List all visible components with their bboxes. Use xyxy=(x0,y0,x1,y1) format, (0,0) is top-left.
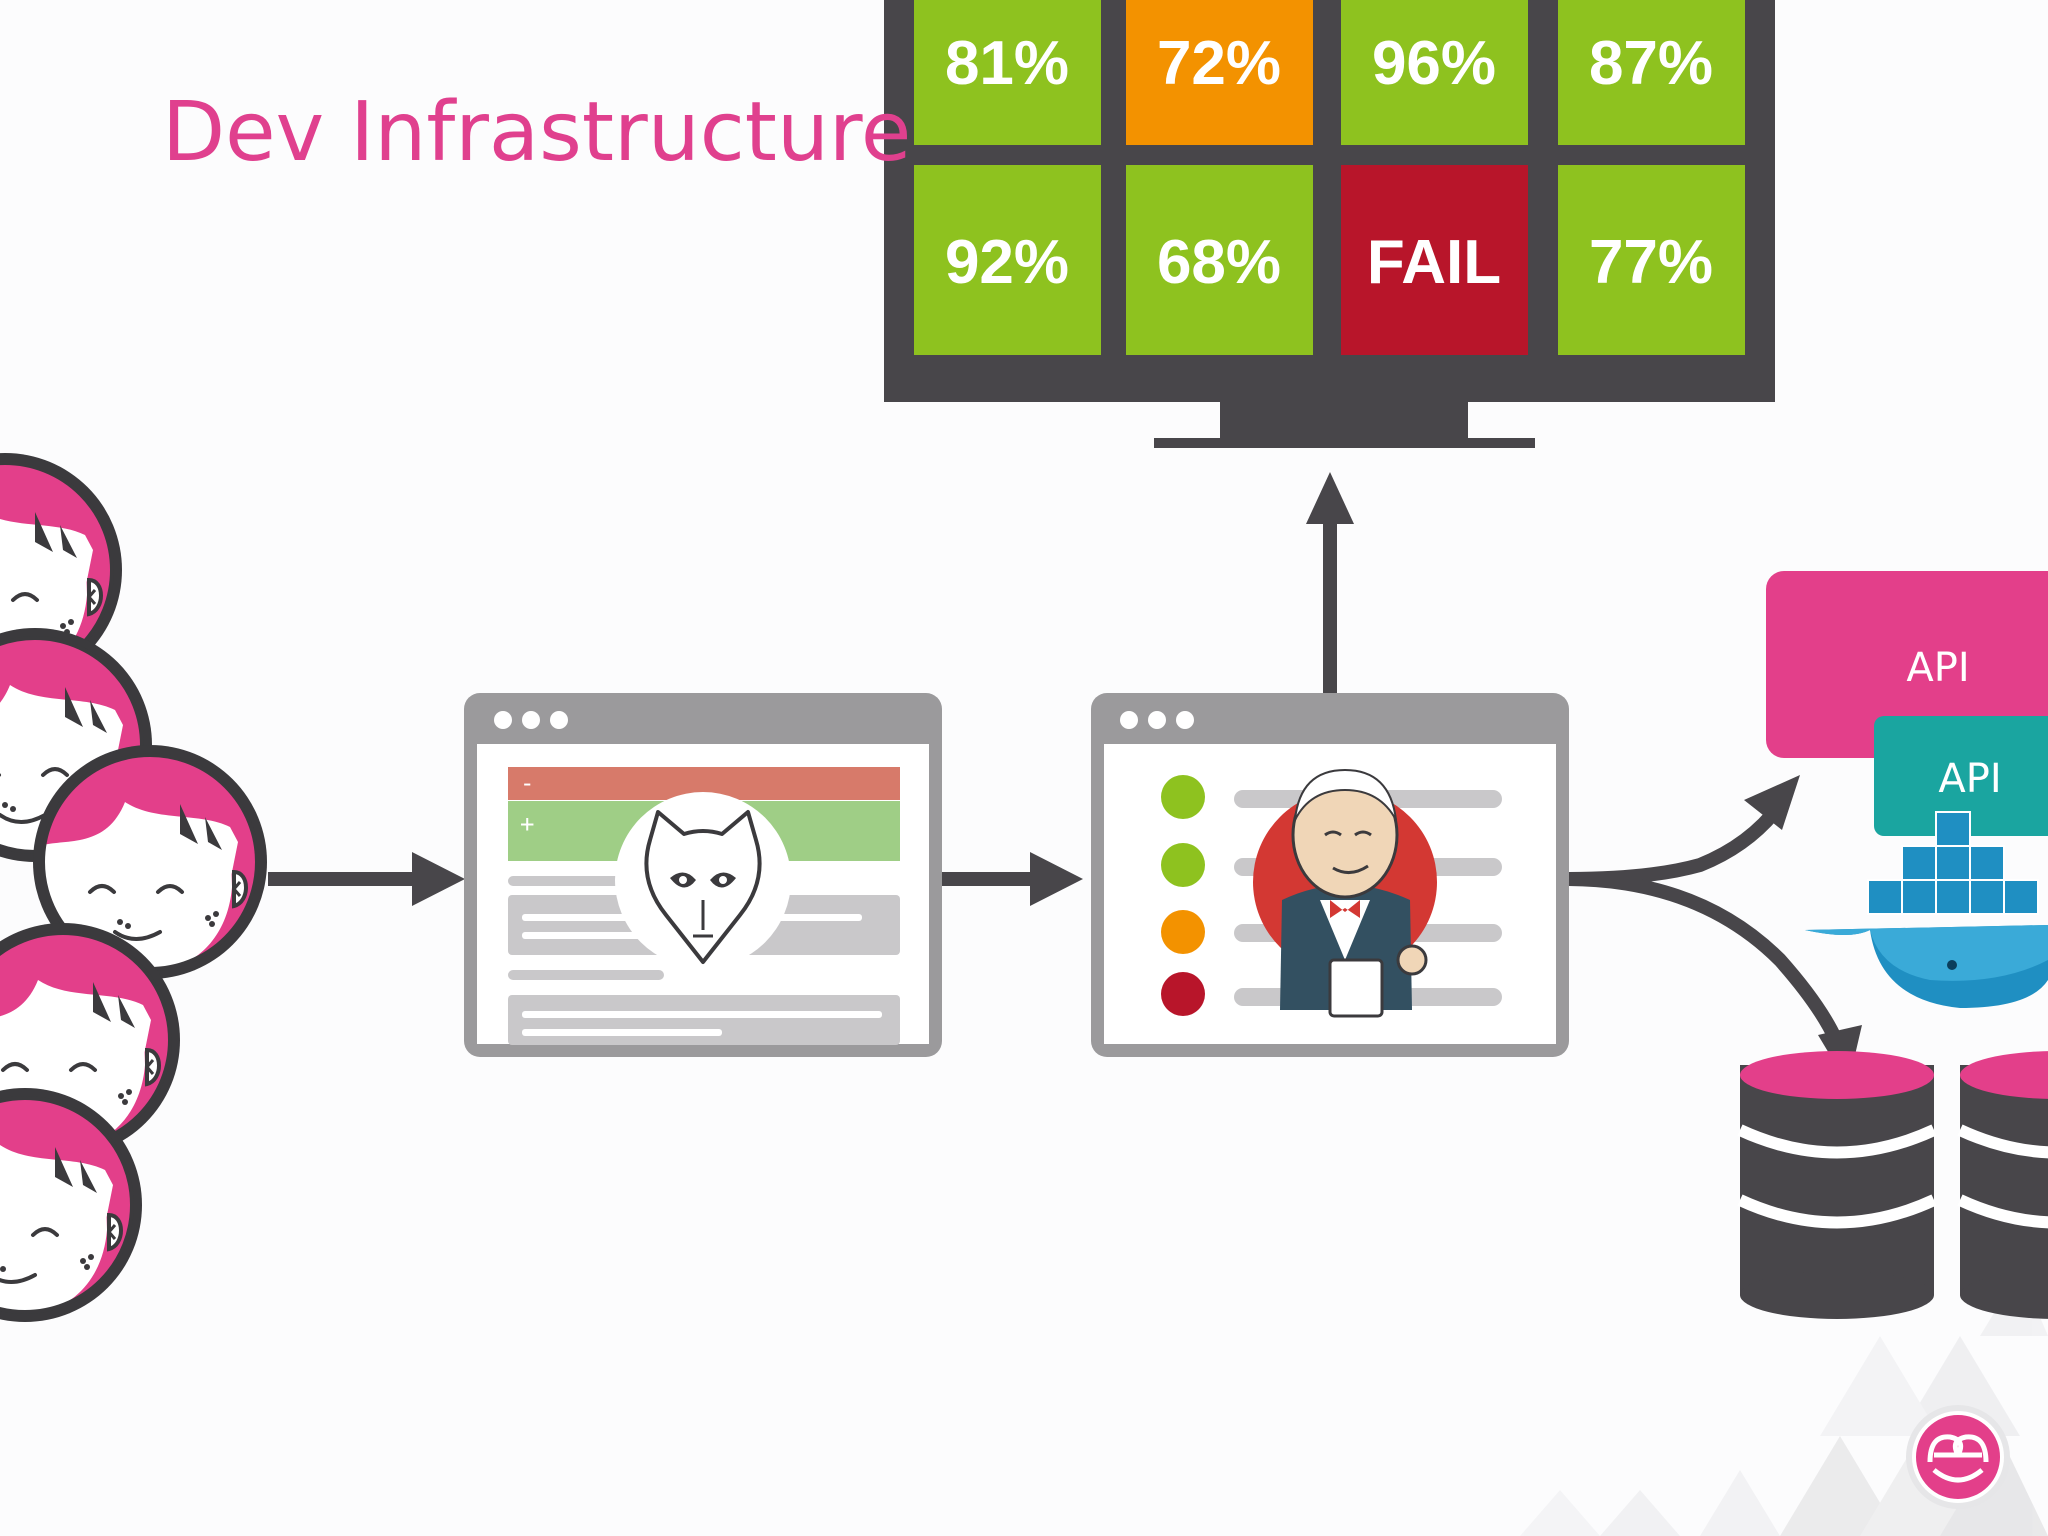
brand-logo-icon xyxy=(1906,1405,2010,1509)
tile-background xyxy=(1126,0,1313,145)
window-dot xyxy=(1148,711,1166,729)
api-primary: API xyxy=(1766,571,2048,758)
dashboard-tile: 77% xyxy=(1558,165,1745,355)
build-status-dot xyxy=(1161,972,1205,1016)
window-dot xyxy=(1176,711,1194,729)
tile-value: 72% xyxy=(1157,29,1281,98)
docker-whale-icon xyxy=(1805,811,2048,1008)
dashboard-tile: FAIL xyxy=(1341,165,1528,355)
slide-title: Dev Infrastructure xyxy=(162,85,912,180)
build-status-dot xyxy=(1161,910,1205,954)
developers-group xyxy=(0,453,267,1322)
api-primary-label: API xyxy=(1906,645,1969,691)
diff-removed-sign: - xyxy=(520,769,534,797)
dashboard-tile: 72% xyxy=(1126,0,1313,145)
tile-background xyxy=(1341,0,1528,145)
monitor-base xyxy=(1154,438,1535,448)
tile-value: FAIL xyxy=(1367,228,1501,297)
build-status-list xyxy=(1161,775,1205,1016)
api-secondary-label: API xyxy=(1938,756,2001,802)
tile-value: 92% xyxy=(945,228,1069,297)
dashboard-monitor: 81% 72% 96% 87% 92% 68% FAIL 77% xyxy=(884,0,1775,448)
database-icon xyxy=(1957,1051,2048,1319)
arrow-to-gitlab xyxy=(268,852,465,906)
dashboard-tile: 96% xyxy=(1341,0,1528,145)
jenkins-butler-icon xyxy=(1253,768,1437,1018)
jenkins-window xyxy=(1091,693,1569,1057)
tile-value: 77% xyxy=(1589,228,1713,297)
tile-value: 81% xyxy=(945,29,1069,98)
dashboard-tile: 81% xyxy=(914,0,1101,145)
tile-background xyxy=(1126,165,1313,355)
tile-background xyxy=(914,165,1101,355)
tile-value: 68% xyxy=(1157,228,1281,297)
window-dot xyxy=(494,711,512,729)
database-icon xyxy=(1737,1051,1937,1319)
arrow-to-jenkins xyxy=(942,852,1083,906)
monitor-neck xyxy=(1220,400,1468,440)
build-status-dot xyxy=(1161,843,1205,887)
window-dot xyxy=(550,711,568,729)
tile-background xyxy=(914,0,1101,145)
dashboard-tile: 92% xyxy=(914,165,1101,355)
tile-background xyxy=(1558,165,1745,355)
window-dot xyxy=(522,711,540,729)
dashboard-tile: 87% xyxy=(1558,0,1745,145)
tile-value: 87% xyxy=(1589,29,1713,98)
window-dot xyxy=(1120,711,1138,729)
diff-added-sign: + xyxy=(520,810,534,838)
tile-background xyxy=(1341,165,1528,355)
build-status-dot xyxy=(1161,775,1205,819)
dashboard-tile: 68% xyxy=(1126,165,1313,355)
gitlab-window: - + xyxy=(464,693,942,1057)
gitlab-cat-icon xyxy=(615,792,791,968)
dashboard-tiles: 81% 72% 96% 87% 92% 68% FAIL 77% xyxy=(914,0,1745,355)
arrow-to-dashboard xyxy=(1306,472,1354,695)
tile-value: 96% xyxy=(1372,29,1496,98)
api-secondary: API xyxy=(1874,716,2048,836)
tile-background xyxy=(1558,0,1745,145)
